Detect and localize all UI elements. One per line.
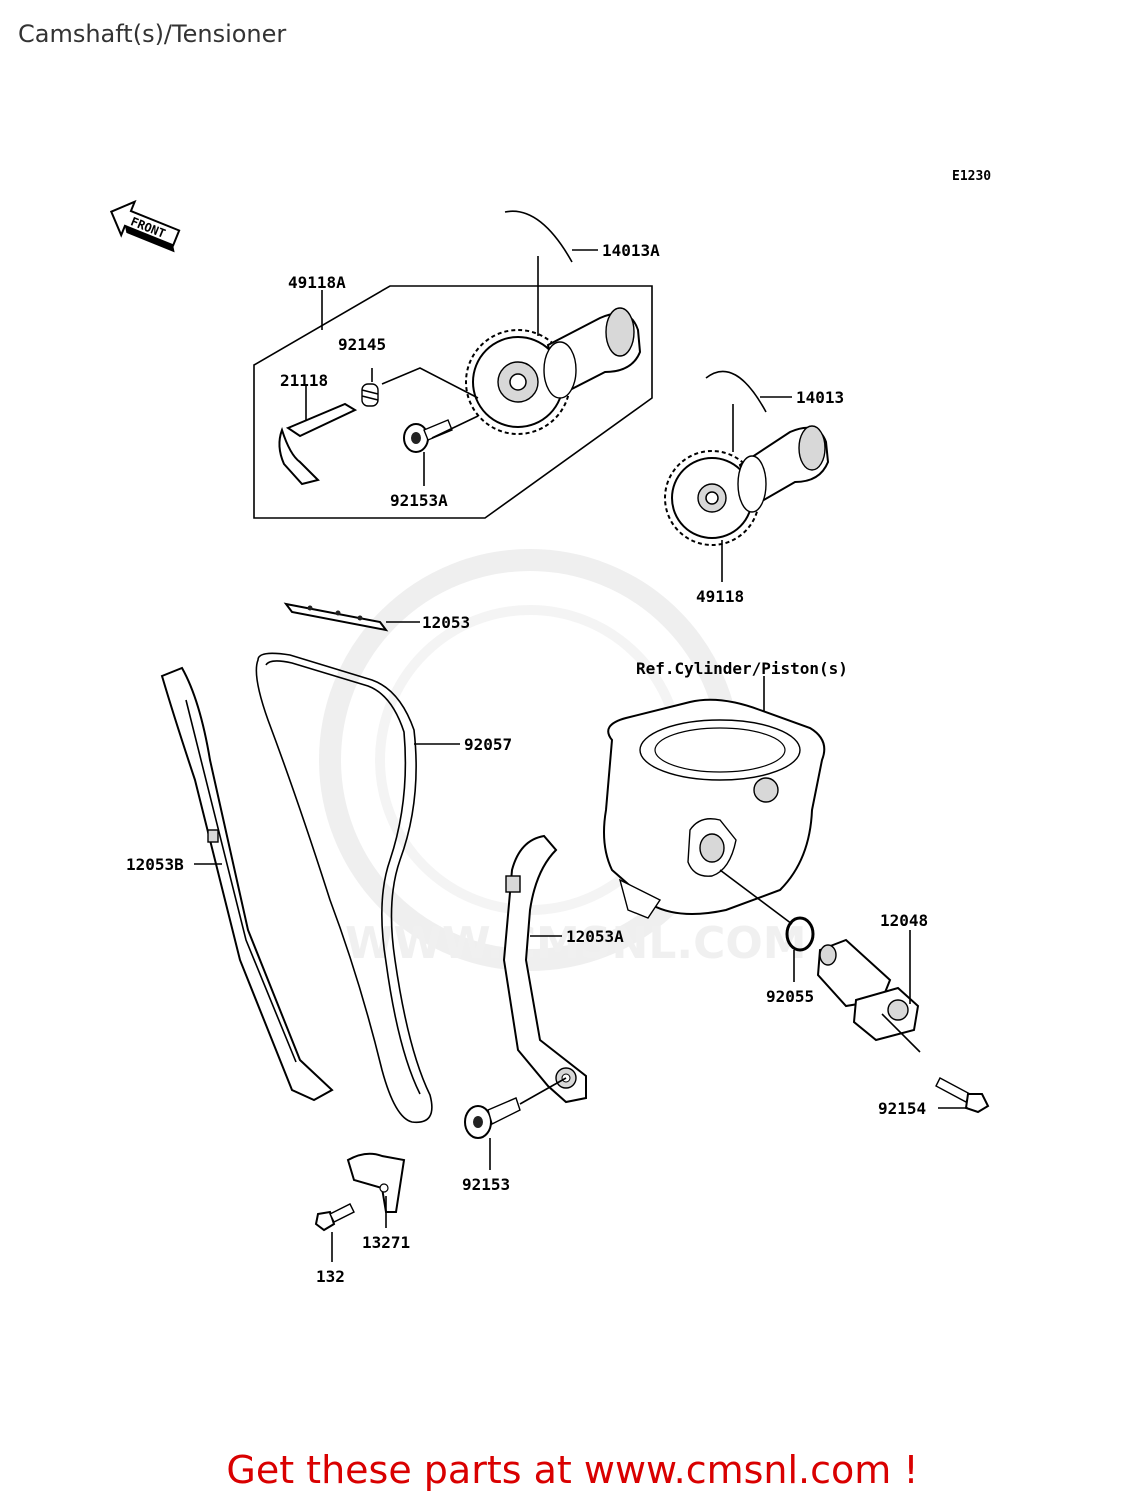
label-92145: 92145 bbox=[338, 335, 386, 354]
leader-lines bbox=[194, 249, 968, 1262]
label-92153A: 92153A bbox=[390, 491, 448, 510]
label-92057: 92057 bbox=[464, 735, 512, 754]
label-12053B: 12053B bbox=[126, 855, 184, 874]
label-132: 132 bbox=[316, 1267, 345, 1286]
shaft-21118 bbox=[278, 402, 358, 486]
front-arrow-icon: FRONT bbox=[109, 199, 181, 253]
bolt-92153A bbox=[403, 419, 453, 453]
tensioner-guide-12053A bbox=[502, 834, 587, 1104]
watermark-text: WWW.CMSNL.COM bbox=[345, 918, 807, 969]
tensioner-12048 bbox=[816, 938, 920, 1042]
cylinder-ref bbox=[603, 698, 826, 919]
camshaft-a bbox=[465, 210, 642, 435]
label-49118A: 49118A bbox=[288, 273, 346, 292]
parts-diagram: WWW.CMSNL.COM E1230 FRONT bbox=[109, 169, 991, 1286]
bracket-13271 bbox=[346, 1152, 406, 1213]
label-49118: 49118 bbox=[696, 587, 744, 606]
assembly-box-49118A bbox=[253, 285, 653, 519]
chain-guide-12053B bbox=[160, 666, 334, 1102]
label-14013A: 14013A bbox=[602, 241, 660, 260]
page-title: Camshaft(s)/Tensioner bbox=[18, 20, 287, 48]
bolt-92154 bbox=[935, 1077, 990, 1114]
diagram-code: E1230 bbox=[952, 169, 991, 184]
cam-chain-92057 bbox=[255, 652, 433, 1124]
footer-link[interactable]: Get these parts at www.cmsnl.com ! bbox=[226, 1448, 919, 1492]
label-92154: 92154 bbox=[878, 1099, 926, 1118]
spring-92145 bbox=[361, 383, 379, 407]
bolt-132 bbox=[314, 1203, 355, 1232]
camshaft-b bbox=[664, 370, 830, 546]
label-21118: 21118 bbox=[280, 371, 328, 390]
bolt-92153 bbox=[464, 1097, 521, 1139]
oring-92055 bbox=[785, 916, 815, 952]
label-92153: 92153 bbox=[462, 1175, 510, 1194]
label-12048: 12048 bbox=[880, 911, 928, 930]
chain-guide-12053 bbox=[283, 602, 389, 632]
label-92055: 92055 bbox=[766, 987, 814, 1006]
label-14013: 14013 bbox=[796, 388, 844, 407]
label-12053: 12053 bbox=[422, 613, 470, 632]
label-ref-cylinder: Ref.Cylinder/Piston(s) bbox=[636, 659, 848, 678]
label-13271: 13271 bbox=[362, 1233, 410, 1252]
label-12053A: 12053A bbox=[566, 927, 624, 946]
